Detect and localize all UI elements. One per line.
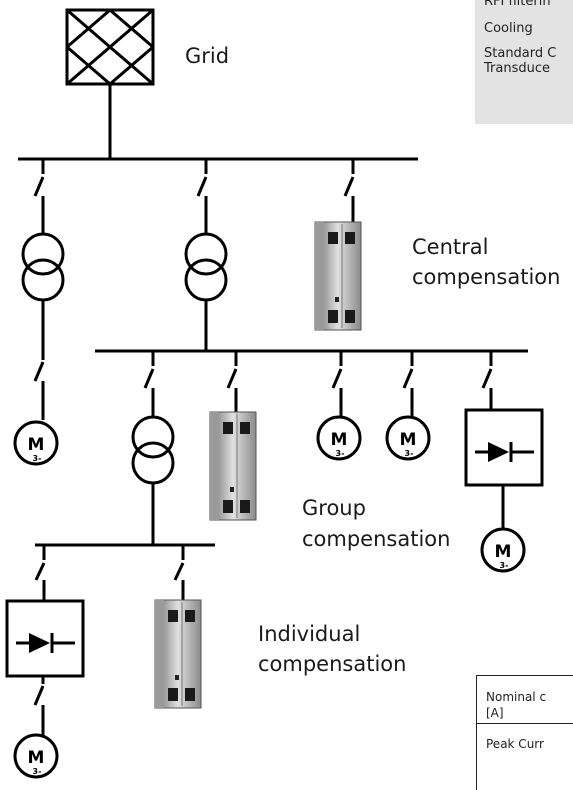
motor-5: M 3-: [13, 733, 59, 779]
cabinet-group: [209, 411, 257, 521]
cabinet-individual: [154, 599, 202, 709]
group-label-line2: compensation: [302, 527, 451, 551]
grid-symbol: [65, 8, 155, 86]
table-row1-label: Nominal c: [486, 690, 547, 704]
spec-line-1: RFI filterin: [484, 0, 551, 9]
drive-symbol-right: [464, 408, 544, 487]
branch-3: [343, 159, 355, 222]
table-row2-label: Peak Curr: [486, 737, 544, 751]
svg-text:3-: 3-: [500, 561, 509, 570]
svg-text:3-: 3-: [405, 449, 414, 458]
svg-text:M: M: [28, 435, 45, 455]
spec-line-3: Standard C: [484, 46, 557, 61]
svg-text:3-: 3-: [336, 449, 345, 458]
table-row1-unit: [A]: [486, 706, 504, 720]
spec-side-panel: RFI filterin Cooling Standard C Transduc…: [475, 0, 573, 124]
branch-1: [21, 159, 65, 420]
svg-text:M: M: [495, 542, 512, 562]
motor-2: M 3-: [316, 415, 362, 461]
motor-3: M 3-: [385, 415, 431, 461]
svg-text:M: M: [331, 430, 348, 450]
diode-arrow-right: [488, 442, 509, 462]
diode-arrow-left: [29, 633, 50, 653]
svg-text:M: M: [28, 748, 45, 768]
drive-symbol-left: [5, 599, 85, 678]
spec-line-2: Cooling: [484, 21, 533, 36]
spec-line-4: Transduce: [484, 61, 550, 76]
central-label-line1: Central: [412, 235, 489, 259]
cabinet-central: [314, 221, 362, 331]
spec-table: Nominal c [A] Peak Curr: [476, 675, 573, 790]
individual-label-line2: compensation: [258, 652, 407, 676]
svg-text:3-: 3-: [33, 767, 42, 776]
individual-label-line1: Individual: [258, 622, 361, 646]
motor-4: M 3-: [480, 527, 526, 573]
svg-text:3-: 3-: [33, 454, 42, 463]
motor-1: M 3-: [13, 420, 59, 466]
group-label-line1: Group: [302, 496, 366, 520]
grid-label: Grid: [185, 44, 230, 68]
branch-2: [184, 159, 228, 351]
svg-text:M: M: [400, 430, 417, 450]
central-label-line2: compensation: [412, 265, 561, 289]
